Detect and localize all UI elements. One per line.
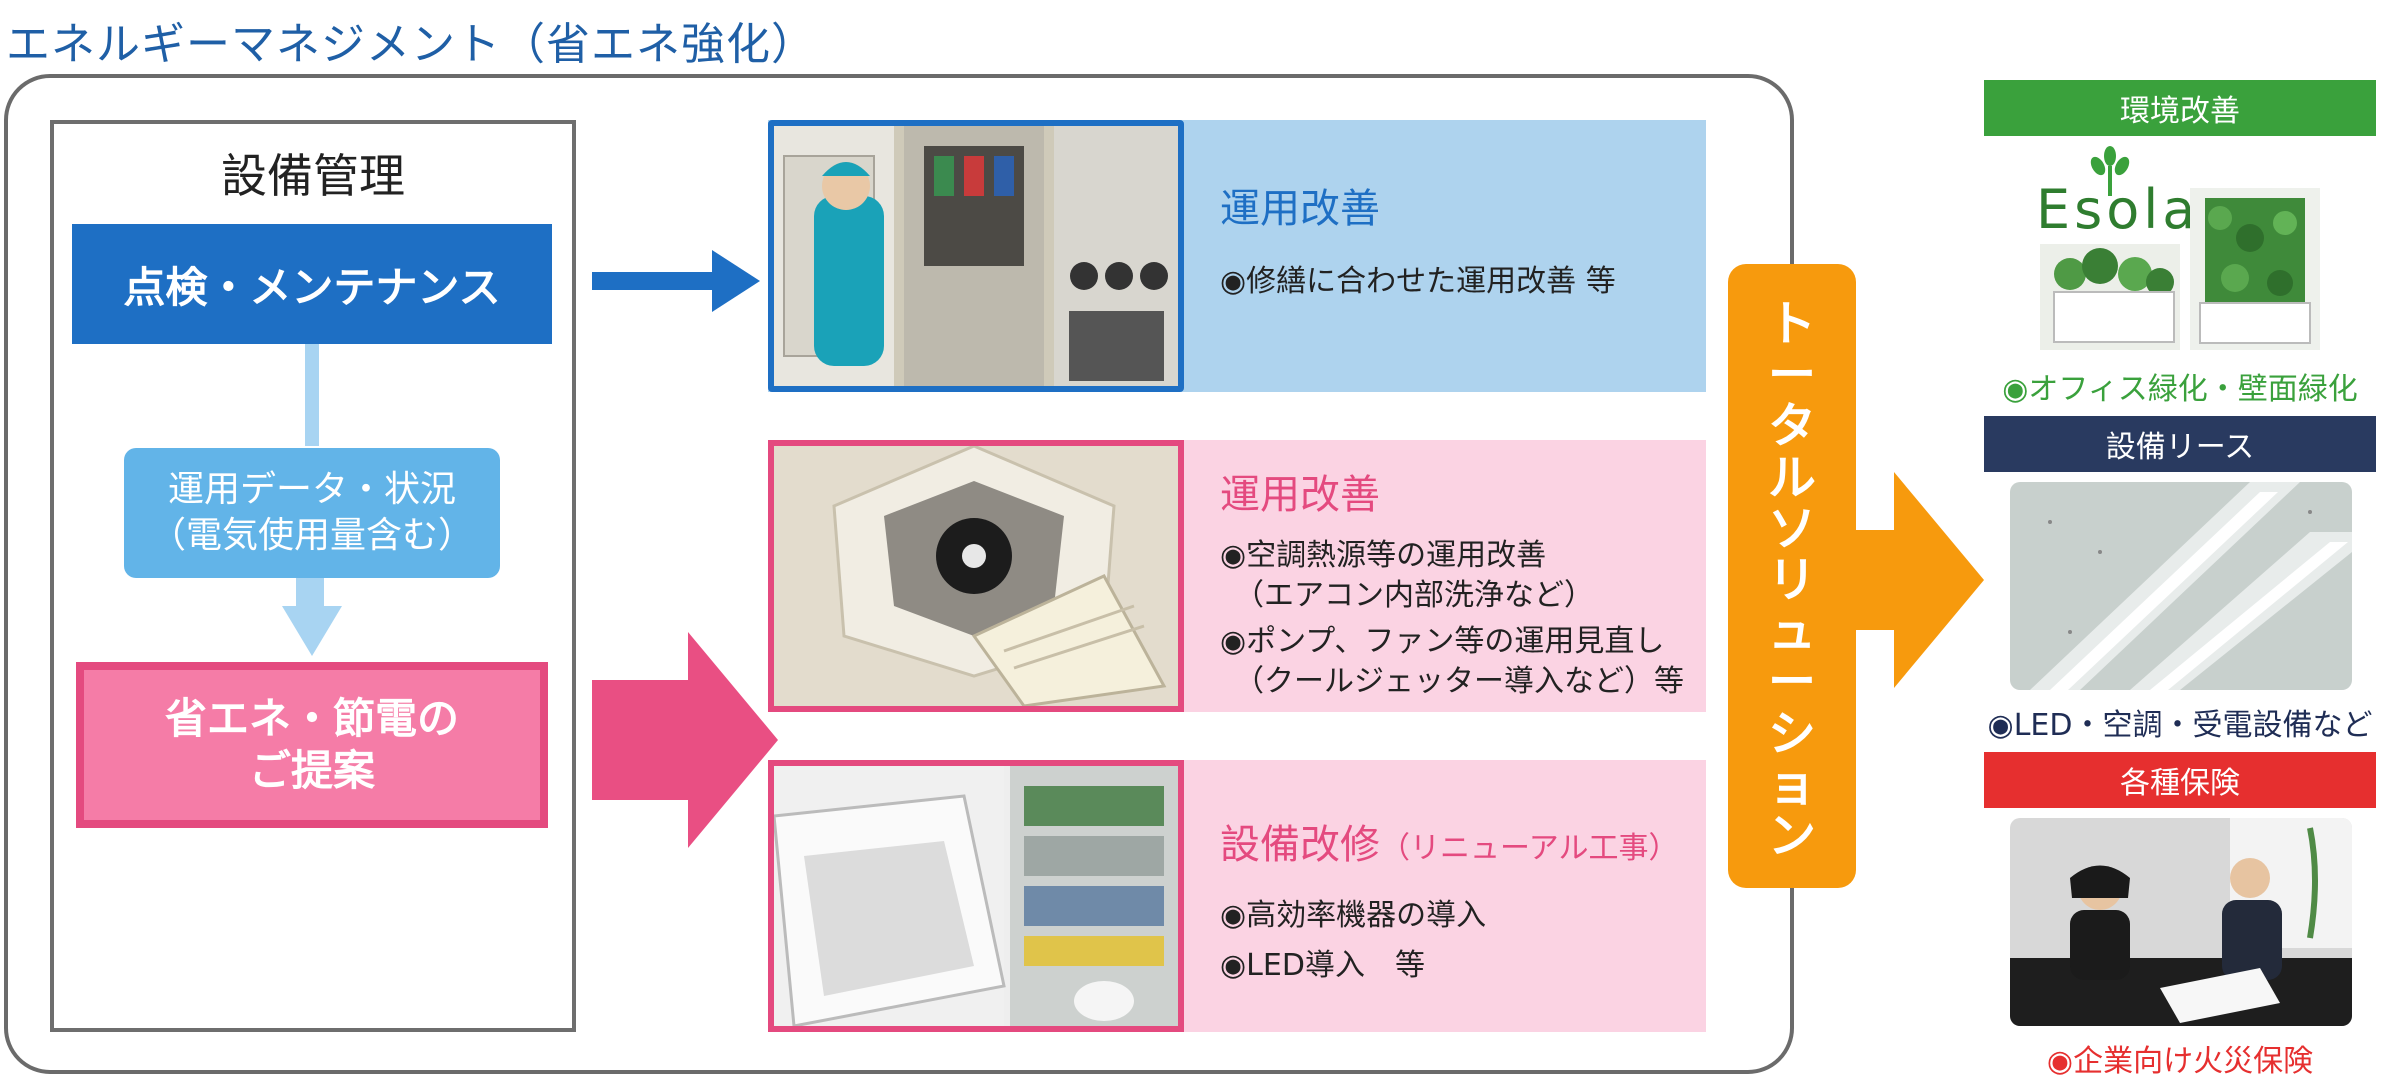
total-solution-box xyxy=(1728,264,1856,888)
total-solution-char: ル xyxy=(1767,449,1816,506)
total-solution-char: リ xyxy=(1767,551,1816,608)
panel2-bullet-1: ◉空調熱源等の運用改善 xyxy=(1220,538,1547,573)
operation-data-line2: （電気使用量含む） xyxy=(149,515,474,556)
panel3-title-main: 設備改修 xyxy=(1220,822,1380,868)
env-improvement-caption-text: ◉オフィス緑化・壁面緑化 xyxy=(2002,372,2358,407)
panel1-bullet-1: ◉修繕に合わせた運用改善 等 xyxy=(1220,264,1616,299)
maintenance-label: 点検・メンテナンス xyxy=(123,262,501,312)
esola-logo: Esola xyxy=(2036,178,2200,241)
planter-illustration xyxy=(2040,244,2180,350)
panel2-bullet-4: （クールジェッター導入など）等 xyxy=(1234,664,1684,699)
equipment-lease-caption-text: ◉LED・空調・受電設備など xyxy=(1987,708,2373,743)
panel3-subtitle: （リニューアル工事） xyxy=(1380,831,1679,866)
down-arrow-shaft xyxy=(296,578,324,608)
total-solution-char: ー xyxy=(1767,347,1816,404)
wall-greening-photo xyxy=(2190,188,2320,350)
leaf-icon xyxy=(2090,146,2130,196)
esola-leaf-icon xyxy=(2036,142,2184,200)
meeting-illustration xyxy=(2010,818,2352,1026)
electrical-panel-illustration xyxy=(774,126,1178,386)
total-solution-char: ソ xyxy=(1767,500,1816,557)
ceiling-air-conditioner-photo xyxy=(768,440,1184,712)
orange-arrow-shaft xyxy=(1856,530,1896,630)
equipment-lease-header: 設備リース xyxy=(1984,416,2376,472)
insurance-header: 各種保険 xyxy=(1984,752,2376,808)
panel3-bullet-2: ◉LED導入 等 xyxy=(1220,948,1425,983)
down-arrow-icon xyxy=(282,606,342,656)
blue-arrow-shaft xyxy=(592,272,714,290)
ceiling-ac-illustration xyxy=(774,446,1178,706)
total-solution-char: タ xyxy=(1767,398,1816,455)
env-improvement-caption: ◉オフィス緑化・壁面緑化 xyxy=(1960,364,2400,408)
env-improvement-header: 環境改善 xyxy=(1984,80,2376,136)
maintenance-worker-photo xyxy=(768,120,1184,392)
panel2-bullet-3: ◉ポンプ、ファン等の運用見直し xyxy=(1220,624,1665,659)
operation-data-line1: 運用データ・状況 xyxy=(167,469,456,510)
blue-arrow-icon xyxy=(712,250,760,312)
proposal-line2: ご提案 xyxy=(248,746,375,795)
equipment-renovation-photo xyxy=(768,760,1184,1032)
insurance-caption-text: ◉企業向け火災保険 xyxy=(2046,1044,2314,1079)
orange-arrow-icon xyxy=(1894,472,1984,688)
green-wall-illustration xyxy=(2190,188,2320,350)
business-meeting-photo xyxy=(2010,818,2352,1026)
total-solution-char: ー xyxy=(1767,654,1816,711)
panel3-bullet-1: ◉高効率機器の導入 xyxy=(1220,898,1487,933)
proposal-line1: 省エネ・節電の xyxy=(164,694,459,743)
office-greening-photo xyxy=(2040,244,2180,350)
panel2-bullet-2: （エアコン内部洗浄など） xyxy=(1234,578,1594,613)
pink-arrow-icon xyxy=(688,632,778,848)
panel1-title: 運用改善 xyxy=(1220,186,1380,232)
operation-data-box: 運用データ・状況 （電気使用量含む） xyxy=(124,448,500,578)
maintenance-box: 点検・メンテナンス xyxy=(72,224,552,344)
led-light-photo xyxy=(2010,482,2352,690)
total-solution-char: ン xyxy=(1767,807,1816,864)
ac-and-switchboard-illustration xyxy=(774,766,1178,1026)
total-solution-char: ト xyxy=(1767,296,1816,352)
equipment-lease-caption: ◉LED・空調・受電設備など xyxy=(1960,700,2400,744)
total-solution-label: ト ー タ ル ソ リ ュ ー シ ョ ン xyxy=(1728,300,1856,860)
total-solution-char: シ xyxy=(1767,705,1816,762)
panel2-title: 運用改善 xyxy=(1220,472,1380,518)
led-fixture-illustration xyxy=(2010,482,2352,690)
pink-arrow-shaft xyxy=(592,680,690,800)
total-solution-char: ュ xyxy=(1767,603,1816,660)
management-title: 設備管理 xyxy=(221,149,405,203)
proposal-box: 省エネ・節電の ご提案 xyxy=(76,662,548,828)
connector-line xyxy=(305,344,319,446)
panel3-title: 設備改修（リニューアル工事） xyxy=(1220,812,1679,870)
page-title: エネルギーマネジメント（省エネ強化） xyxy=(6,19,816,70)
insurance-caption: ◉企業向け火災保険 xyxy=(1960,1036,2400,1080)
total-solution-char: ョ xyxy=(1767,756,1816,813)
